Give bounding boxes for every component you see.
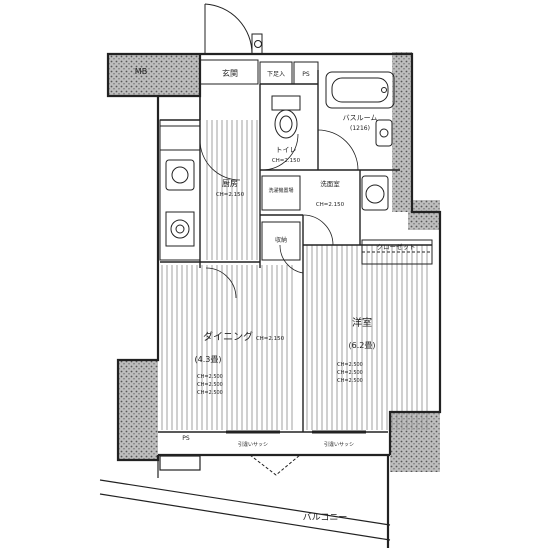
washroom-ceiling: CH=2.150	[316, 202, 345, 208]
floor-hatch	[160, 120, 431, 430]
window-right-label: 引違いサッシ	[324, 441, 354, 448]
bathroom-label: バスルーム	[343, 114, 378, 122]
sash-windows	[226, 430, 366, 476]
dining-note-2: CH=2.500	[197, 382, 223, 388]
dining-ceiling: CH=2.150	[256, 336, 285, 342]
kitchen-ceiling: CH=2.150	[216, 192, 245, 198]
laundry-label: 洗濯機置場	[268, 187, 293, 194]
shoe-box-label: 下足入	[267, 71, 285, 78]
storage-cabinet	[261, 221, 301, 261]
entrance-label: 玄関	[222, 68, 238, 78]
bath-sink-icon	[375, 119, 393, 147]
entrance-door-icon	[204, 3, 263, 55]
bathtub-icon	[325, 71, 395, 109]
storage-label: 収納	[275, 236, 287, 244]
shoe-box	[259, 61, 293, 85]
washing-machine-area	[261, 175, 389, 211]
toilet-label: トイレ	[276, 146, 297, 154]
western-room-label: 洋室	[352, 316, 372, 329]
closet-label: クローゼット	[377, 242, 416, 251]
kitchen-label: 厨房	[222, 178, 238, 188]
interior-doors	[199, 129, 359, 299]
wall-hatch	[108, 52, 440, 472]
dining-size: (4.3畳)	[195, 355, 222, 364]
window-left-label: 引違いサッシ	[238, 441, 268, 448]
western-note-2: CH=2.500	[337, 370, 363, 376]
ps-bottom-label: PS	[182, 435, 190, 442]
western-room-size: (6.2畳)	[349, 341, 376, 350]
toilet-ceiling: CH=2.150	[272, 158, 301, 164]
kitchen-fixtures	[159, 119, 201, 261]
balcony-label: バルコニー	[303, 512, 348, 523]
ps-top-label: PS	[302, 71, 310, 78]
entrance-floor	[199, 59, 259, 85]
balcony	[99, 455, 391, 541]
ps-shaft-top	[293, 61, 319, 85]
washroom-label: 洗面室	[320, 179, 340, 188]
dining-label: ダイニング	[203, 330, 253, 343]
western-note-3: CH=2.500	[337, 378, 363, 384]
bathroom-size: (1216)	[350, 125, 370, 132]
dining-note-3: CH=2.500	[197, 390, 223, 396]
toilet-icon	[271, 95, 301, 139]
western-note-1: CH=2.500	[337, 362, 363, 368]
mb-label: MB	[135, 67, 147, 76]
closet	[361, 239, 433, 265]
dining-note-1: CH=2.500	[197, 374, 223, 380]
